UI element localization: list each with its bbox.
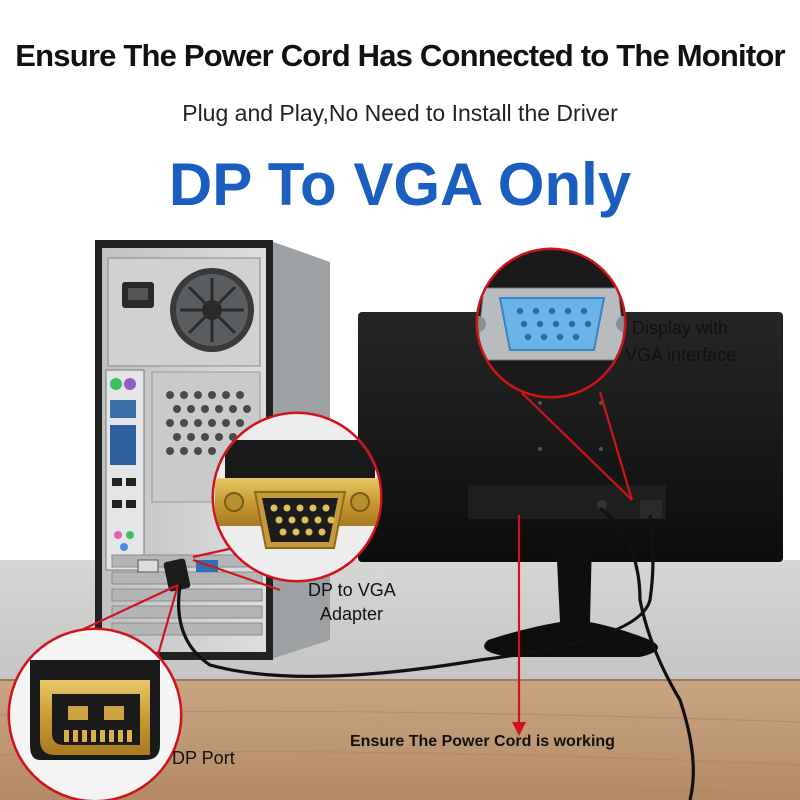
headline: Ensure The Power Cord Has Connected to T… <box>15 38 785 73</box>
monitor-callout-line1: Display with <box>632 318 729 338</box>
adapter-callout-line1: DP to VGA <box>308 580 396 600</box>
power-arrow-icon <box>512 722 526 736</box>
product-title: DP To VGA Only <box>168 151 632 218</box>
dp-port-label: DP Port <box>172 748 235 768</box>
power-cord-label: Ensure The Power Cord is working <box>350 733 615 750</box>
subheadline: Plug and Play,No Need to Install the Dri… <box>182 100 618 126</box>
monitor <box>358 312 783 657</box>
vga-cable <box>177 506 695 800</box>
adapter-callout-line2: Adapter <box>320 604 384 624</box>
monitor-callout-line2: VGA interface <box>625 345 737 365</box>
vga-port-magnifier <box>475 247 627 399</box>
vga-connector-magnifier <box>211 411 383 583</box>
dp-connector-magnifier <box>7 627 183 800</box>
